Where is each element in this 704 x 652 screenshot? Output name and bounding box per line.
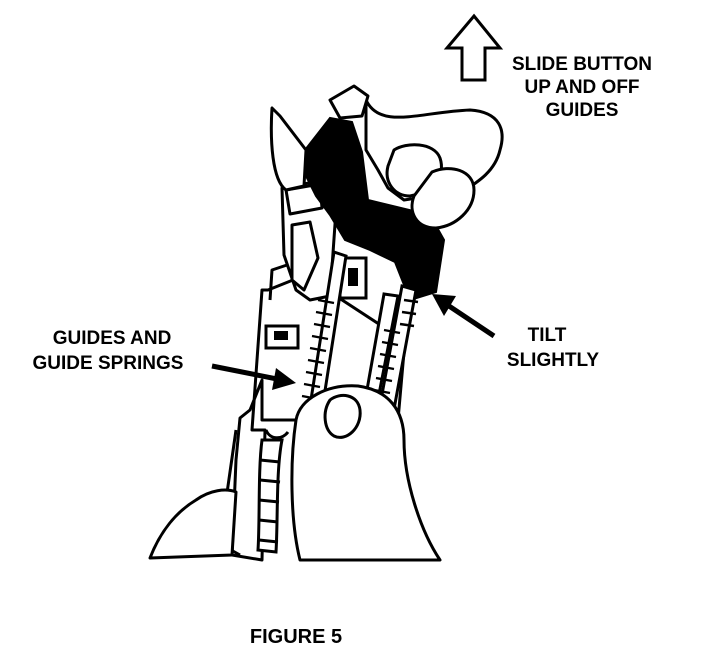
housing-tab-inner	[274, 331, 288, 340]
guides-label-line1: GUIDES AND	[53, 328, 172, 349]
guides-pointer-arrow	[211, 363, 296, 390]
figure-caption: FIGURE 5	[250, 626, 342, 648]
up-arrow-icon	[443, 13, 504, 82]
guide-springs	[301, 298, 419, 407]
latch-assembly	[280, 178, 338, 302]
slide-label-line3: GUIDES	[546, 100, 619, 121]
slide-label-line2: UP AND OFF	[524, 77, 639, 98]
lower-hand	[148, 384, 442, 562]
tilt-label-line2: SLIGHTLY	[507, 350, 600, 371]
tilt-pointer-arrow	[432, 294, 496, 339]
upper-hand	[269, 84, 504, 230]
slide-label-line1: SLIDE BUTTON	[512, 54, 652, 75]
guides-label-line2: GUIDE SPRINGS	[33, 353, 184, 374]
button-slot-inner	[348, 268, 358, 286]
tilt-label-line1: TILT	[528, 325, 567, 346]
slide-button	[303, 116, 446, 302]
cord	[256, 429, 290, 554]
